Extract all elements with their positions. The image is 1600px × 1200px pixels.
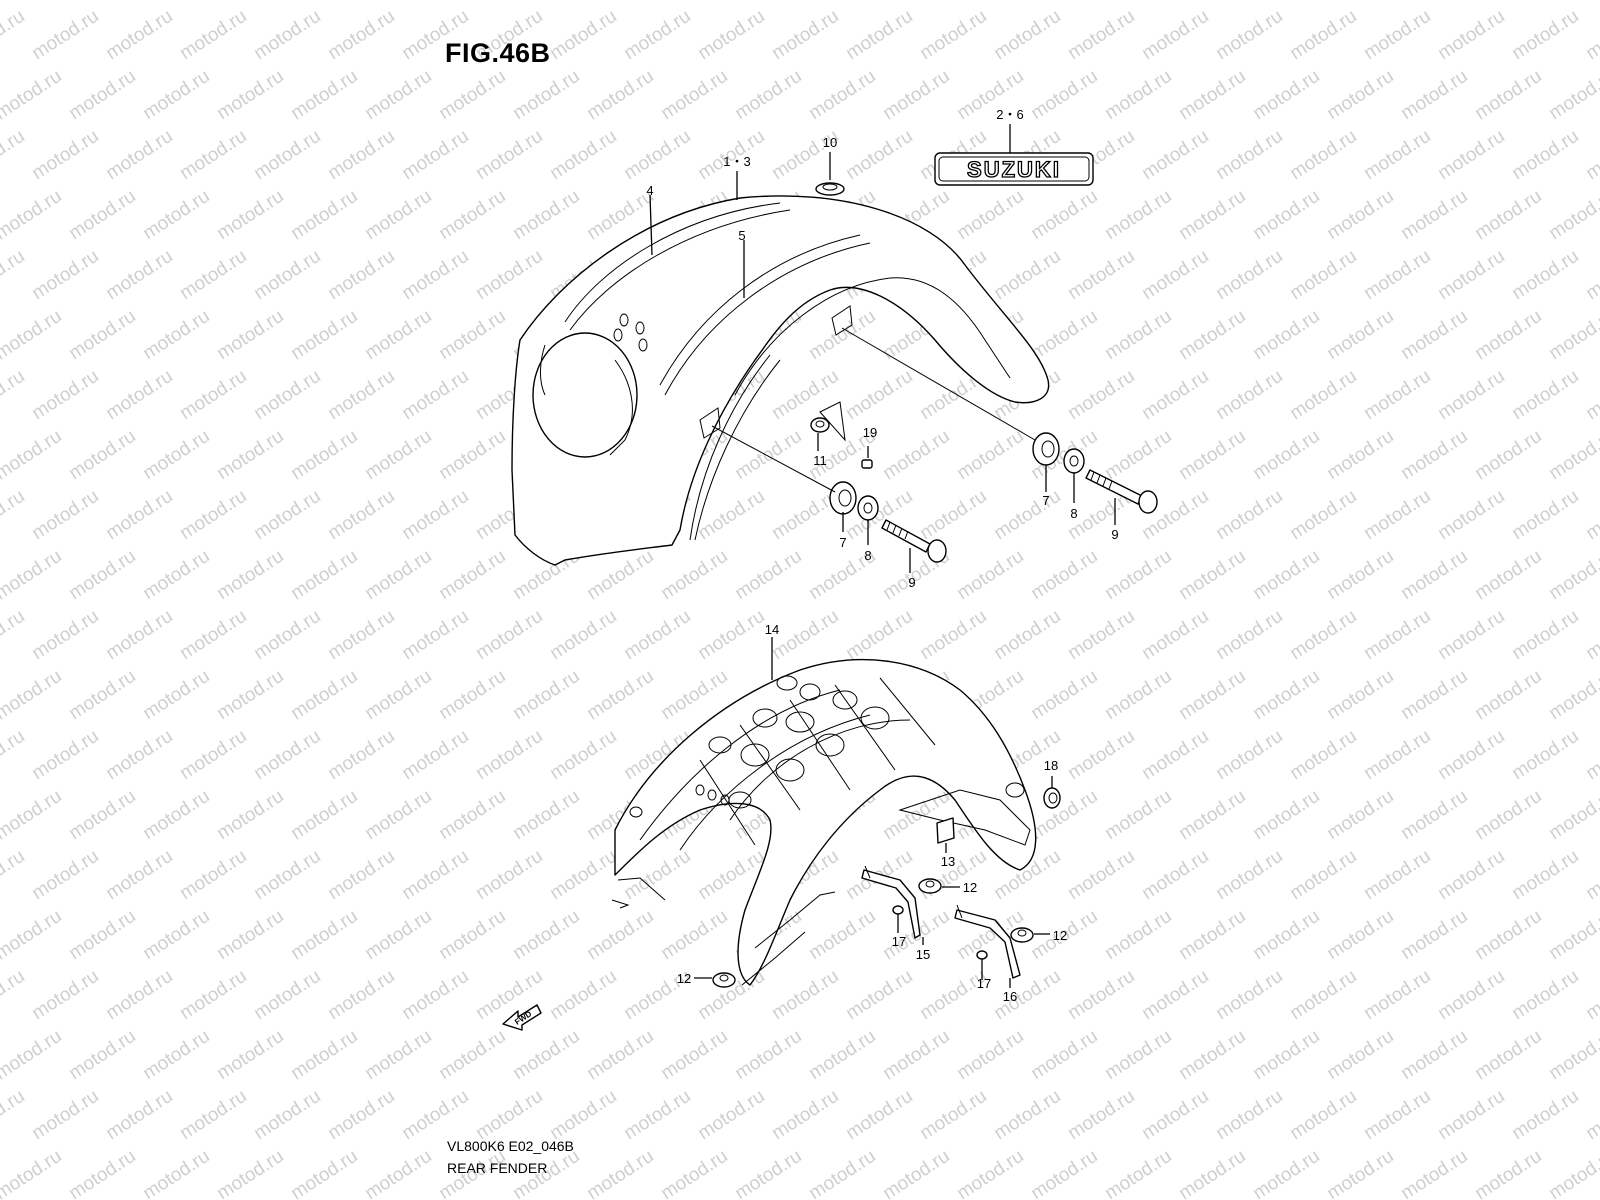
cushion-part-7-right — [1032, 432, 1060, 466]
callout-10: 10 — [823, 135, 837, 150]
washer-part-8-right — [1063, 448, 1085, 474]
callout-numbers: 1・3 2・6 4 5 10 11 19 7 8 9 7 8 9 14 18 1… — [646, 107, 1118, 1004]
cushion-part-7-left — [829, 481, 857, 515]
label-plate-part-13 — [936, 817, 955, 844]
fender-brace-part-14 — [611, 658, 1037, 986]
rear-fender-part — [511, 195, 1050, 566]
callout-11: 11 — [813, 453, 827, 468]
callout-12-c: 12 — [677, 971, 691, 986]
suzuki-logo-text: SUZUKI — [967, 157, 1061, 182]
figure-code: VL800K6 E02_046B — [447, 1138, 574, 1154]
axis-line-right — [841, 327, 1036, 441]
callout-12-a: 12 — [963, 880, 977, 895]
callout-15: 15 — [916, 947, 930, 962]
callout-4: 4 — [646, 183, 653, 198]
suzuki-emblem-part: SUZUKI — [934, 152, 1094, 186]
clamp-part-16 — [954, 904, 1021, 979]
figure-name: REAR FENDER — [447, 1160, 548, 1176]
callout-18: 18 — [1044, 758, 1058, 773]
callout-16: 16 — [1003, 989, 1017, 1004]
callout-19: 19 — [863, 425, 877, 440]
callout-14: 14 — [765, 622, 779, 637]
cushion-part-11 — [810, 417, 830, 433]
nut-part-12-c — [712, 972, 736, 988]
callout-7-right: 7 — [1042, 493, 1049, 508]
clamp-part-15 — [861, 865, 921, 939]
axis-line-left — [711, 425, 836, 493]
leader-lines — [649, 124, 1116, 988]
cushion-part-18 — [1043, 787, 1061, 809]
figure-title: FIG.46B — [445, 38, 551, 68]
screw-part-17-b — [976, 950, 988, 969]
callout-12-b: 12 — [1053, 928, 1067, 943]
callout-2-6: 2・6 — [996, 107, 1023, 122]
callout-17-a: 17 — [892, 934, 906, 949]
bolt-part-9-right — [1085, 469, 1158, 514]
nut-part-19 — [861, 459, 873, 469]
callout-8-right: 8 — [1070, 506, 1077, 521]
grommet-part-10 — [815, 182, 845, 196]
nut-part-12-a — [918, 878, 942, 894]
bolt-part-9-left — [881, 519, 947, 563]
callout-7-left: 7 — [839, 535, 846, 550]
nut-part-12-b — [1010, 927, 1034, 943]
screw-part-17-a — [892, 905, 904, 924]
washer-part-8-left — [857, 495, 879, 521]
callout-13: 13 — [941, 854, 955, 869]
callout-9-right: 9 — [1111, 527, 1118, 542]
callout-9-left: 9 — [908, 575, 915, 590]
callout-1-3: 1・3 — [723, 154, 750, 169]
callout-17-b: 17 — [977, 976, 991, 991]
callout-5: 5 — [738, 228, 745, 243]
callout-8-left: 8 — [864, 548, 871, 563]
forward-direction-arrow: FWD — [502, 1004, 542, 1031]
